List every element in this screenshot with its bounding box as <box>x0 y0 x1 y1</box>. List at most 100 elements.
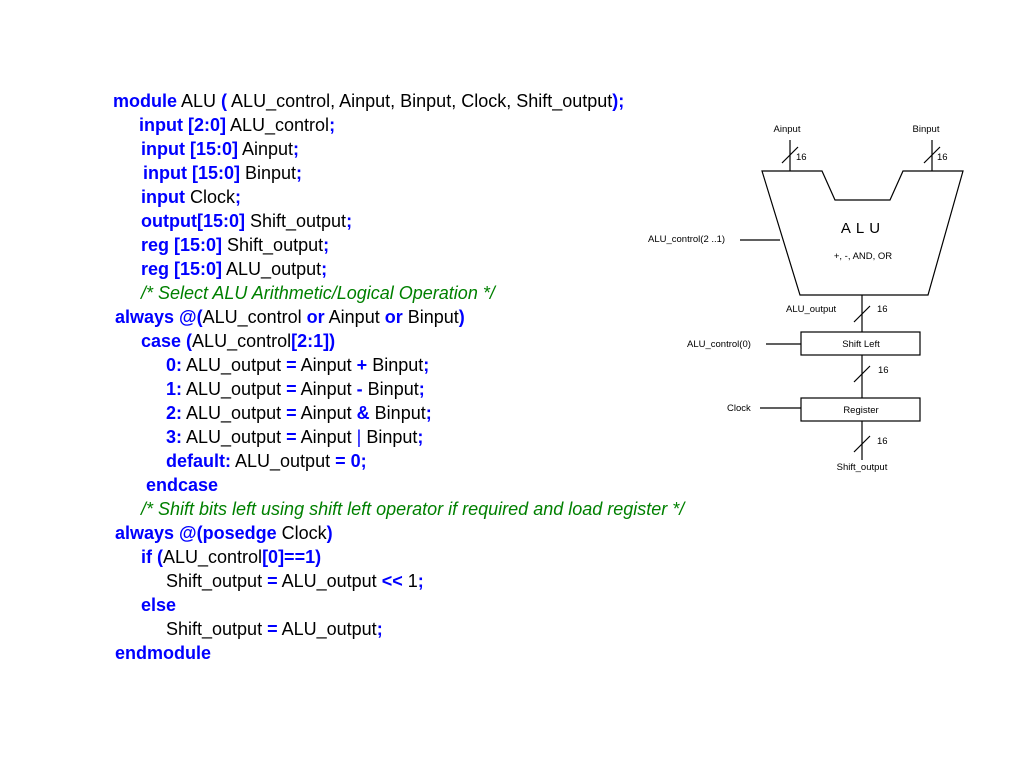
code-line-input-clock: input Clock; <box>141 186 241 208</box>
kw-input: input [15:0] <box>141 139 238 159</box>
code-line-comment-shift: /* Shift bits left using shift left oper… <box>141 498 684 520</box>
id-ainput: Ainput <box>296 403 357 423</box>
kw-case-label: 0: <box>166 355 183 375</box>
ainput-bus-slash <box>781 146 799 164</box>
id-binput: Binput <box>361 427 418 447</box>
kw-endcase: endcase <box>146 475 219 495</box>
ainput-label: Ainput <box>774 124 801 135</box>
id-binput: Binput <box>369 403 426 423</box>
kw-assign-zero: = 0; <box>335 451 367 471</box>
kw-input: input [15:0] <box>143 163 240 183</box>
id-alu-output: ALU_output <box>277 619 377 639</box>
code-line-reg-alu-output: reg [15:0] ALU_output; <box>141 258 327 280</box>
code-line-case-3: 3: ALU_output = Ainput | Binput; <box>166 426 423 448</box>
kw-shift-left: << <box>381 571 403 591</box>
id-shift-output: Shift_output <box>222 235 324 255</box>
id-clock: Clock <box>276 523 327 543</box>
kw-module: module <box>113 91 178 111</box>
kw-close-paren: ); <box>612 91 625 111</box>
code-line-input-ainput: input [15:0] Ainput; <box>141 138 299 160</box>
id-ainput: Ainput <box>296 427 357 447</box>
id-one: 1 <box>402 571 418 591</box>
id-alu-output: ALU_output <box>231 451 336 471</box>
id-clock: Clock <box>184 187 235 207</box>
code-line-if: if (ALU_control[0]==1) <box>141 546 321 568</box>
kw-semicolon: ; <box>418 379 425 399</box>
kw-operator: | <box>356 427 362 447</box>
id-ainput: Ainput <box>324 307 385 327</box>
alu-output-bus-slash <box>853 305 871 323</box>
register-label: Register <box>843 405 878 416</box>
code-line-default: default: ALU_output = 0; <box>166 450 367 472</box>
kw-case-label: 2: <box>166 403 183 423</box>
kw-input: input <box>141 187 185 207</box>
id-shift-output: Shift_output <box>166 619 268 639</box>
kw-assign: = <box>286 427 297 447</box>
id-binput: Binput <box>402 307 459 327</box>
id-alu-output: ALU_output <box>182 379 287 399</box>
kw-default: default: <box>166 451 231 471</box>
alu-operations: +, -, AND, OR <box>834 251 892 262</box>
id-alu-control: ALU_control <box>202 307 307 327</box>
id-alu-output: ALU_output <box>182 403 287 423</box>
kw-semicolon: ; <box>235 187 241 207</box>
kw-if: if ( <box>141 547 163 567</box>
code-line-plain-assign: Shift_output = ALU_output; <box>166 618 383 640</box>
output-width-label: 16 <box>877 436 888 447</box>
clock-label: Clock <box>727 403 751 414</box>
alu-title: ALU <box>841 220 885 237</box>
kw-case: case ( <box>141 331 193 351</box>
kw-assign: = <box>286 403 297 423</box>
id-ainput: Ainput <box>238 139 294 159</box>
kw-output: output[15:0] <box>141 211 245 231</box>
shift-left-label: Shift Left <box>842 339 880 350</box>
kw-semicolon: ; <box>321 259 328 279</box>
kw-semicolon: ; <box>417 427 424 447</box>
kw-semicolon: ; <box>329 115 336 135</box>
id-alu-control: ALU_control <box>163 547 263 567</box>
code-line-endcase: endcase <box>146 474 218 496</box>
code-line-input-alu-control: input [2:0] ALU_control; <box>139 114 335 136</box>
code-line-always-combinational: always @(ALU_control or Ainput or Binput… <box>115 306 465 328</box>
kw-case-label: 3: <box>166 427 183 447</box>
code-comment: /* Shift bits left using shift left oper… <box>141 499 685 519</box>
kw-reg: reg [15:0] <box>141 235 223 255</box>
kw-or: or <box>306 307 325 327</box>
id-shift-output: Shift_output <box>244 211 347 231</box>
kw-else: else <box>141 595 177 615</box>
kw-semicolon: ; <box>425 403 432 423</box>
code-line-case-2: 2: ALU_output = Ainput & Binput; <box>166 402 432 424</box>
id-alu-control: ALU_control <box>226 115 330 135</box>
alu-output-width-label: 16 <box>877 304 888 315</box>
shift-output-bus-slash <box>853 435 871 453</box>
kw-semicolon: ; <box>346 211 353 231</box>
code-line-else: else <box>141 594 176 616</box>
id-binput: Binput <box>362 379 419 399</box>
id-ainput: Ainput <box>296 379 357 399</box>
code-line-input-binput: input [15:0] Binput; <box>143 162 302 184</box>
shift-output-label: Shift_output <box>837 462 888 473</box>
kw-always: always @( <box>115 307 203 327</box>
code-line-case-0: 0: ALU_output = Ainput + Binput; <box>166 354 429 376</box>
kw-operator: - <box>356 379 363 399</box>
kw-assign: = <box>267 619 278 639</box>
kw-assign: = <box>286 355 297 375</box>
kw-semicolon: ; <box>376 619 383 639</box>
code-line-always-posedge: always @(posedge Clock) <box>115 522 333 544</box>
id-alu-control: ALU_control <box>192 331 292 351</box>
kw-always-posedge: always @(posedge <box>115 523 277 543</box>
kw-semicolon: ; <box>296 163 303 183</box>
id-alu-output: ALU_output <box>182 427 287 447</box>
kw-assign: = <box>267 571 278 591</box>
binput-label: Binput <box>913 124 940 135</box>
kw-or: or <box>384 307 403 327</box>
kw-semicolon: ; <box>423 355 430 375</box>
kw-condition: [0]==1) <box>262 547 322 567</box>
kw-case-label: 1: <box>166 379 183 399</box>
kw-input: input [2:0] <box>139 115 226 135</box>
code-line-module: module ALU ( ALU_control, Ainput, Binput… <box>113 90 624 112</box>
kw-reg: reg [15:0] <box>141 259 223 279</box>
kw-bit-select: [2:1]) <box>291 331 336 351</box>
